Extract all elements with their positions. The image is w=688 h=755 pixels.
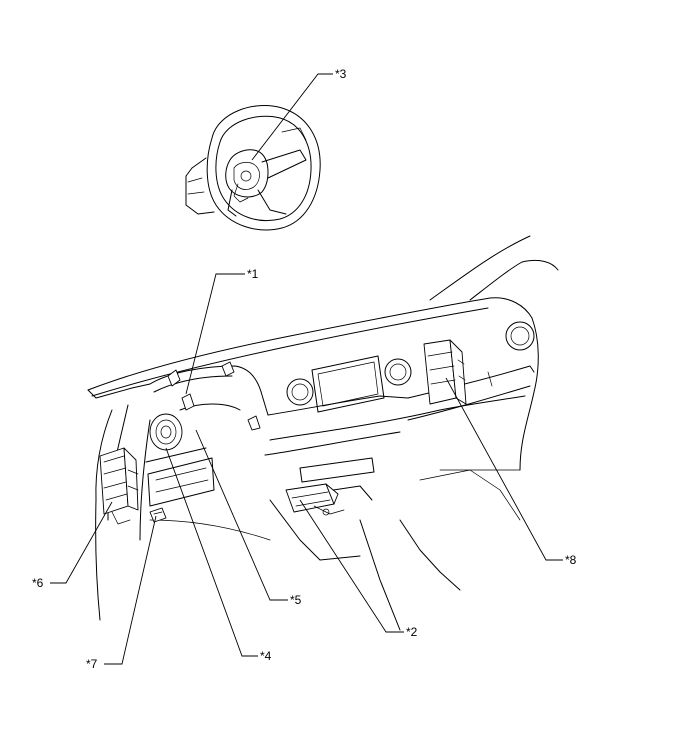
callout-4: *4 [260,649,272,663]
part-4-lower-cover [155,467,209,493]
callout-5: *5 [290,593,302,607]
part-8-module-right [423,339,467,405]
steering-wheel-illustration [185,105,321,231]
callout-labels: *3 *1 *8 *6 *5 *2 *7 *4 [32,67,577,671]
callout-2: *2 [406,625,418,639]
part-7-sensor [149,507,167,523]
callout-7: *7 [86,657,98,671]
callout-1: *1 [247,267,259,281]
callout-3: *3 [335,67,347,81]
callout-6: *6 [32,576,44,590]
part-1-combination-meter [167,361,261,431]
callout-8: *8 [565,553,577,567]
part-5-spiral-cable [149,413,183,451]
part-6-module-left [99,447,139,525]
leader-lines [50,73,563,665]
part-2-floor-module [285,483,345,516]
